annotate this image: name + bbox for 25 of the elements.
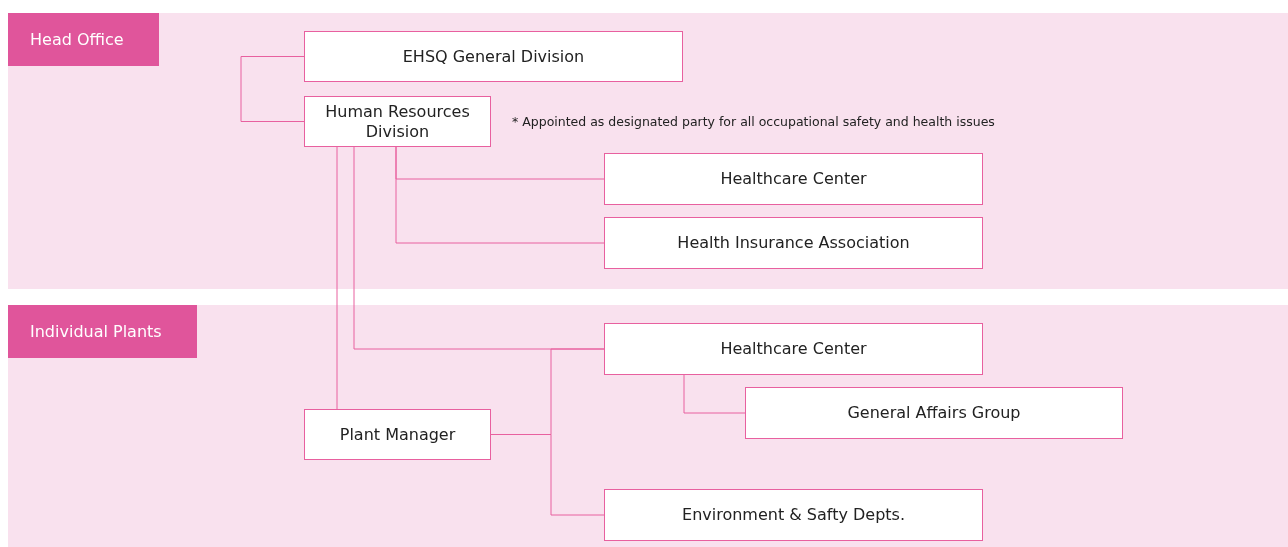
box-label: EHSQ General Division — [402, 46, 585, 67]
org-box — [604, 217, 983, 269]
box-label: Plant Manager — [339, 424, 456, 445]
org-box — [304, 31, 683, 82]
box-label: Healthcare Center — [720, 169, 867, 189]
connector-line — [240, 56, 305, 122]
org-box — [604, 153, 983, 205]
box-label: Environment & Safty Depts. — [682, 505, 905, 525]
org-box — [304, 409, 491, 460]
box-label: General Affairs Group — [847, 403, 1021, 423]
connector-line — [395, 146, 605, 244]
org-box — [604, 323, 983, 375]
section-band — [8, 305, 1288, 547]
connector-line — [683, 374, 746, 414]
box-label: Health Insurance Association — [677, 233, 910, 253]
org-box — [745, 387, 1123, 439]
box-label: Healthcare Center — [720, 339, 867, 359]
section-band — [8, 13, 1288, 289]
box-label: Human Resources Division — [324, 101, 471, 142]
connector-line — [336, 146, 338, 410]
section-tag: Head Office — [8, 13, 159, 66]
section-tag: Individual Plants — [8, 305, 197, 358]
org-box — [604, 489, 983, 541]
footnote: * Appointed as designated party for all occupational safety and health issues — [512, 114, 995, 129]
org-box — [304, 96, 491, 147]
